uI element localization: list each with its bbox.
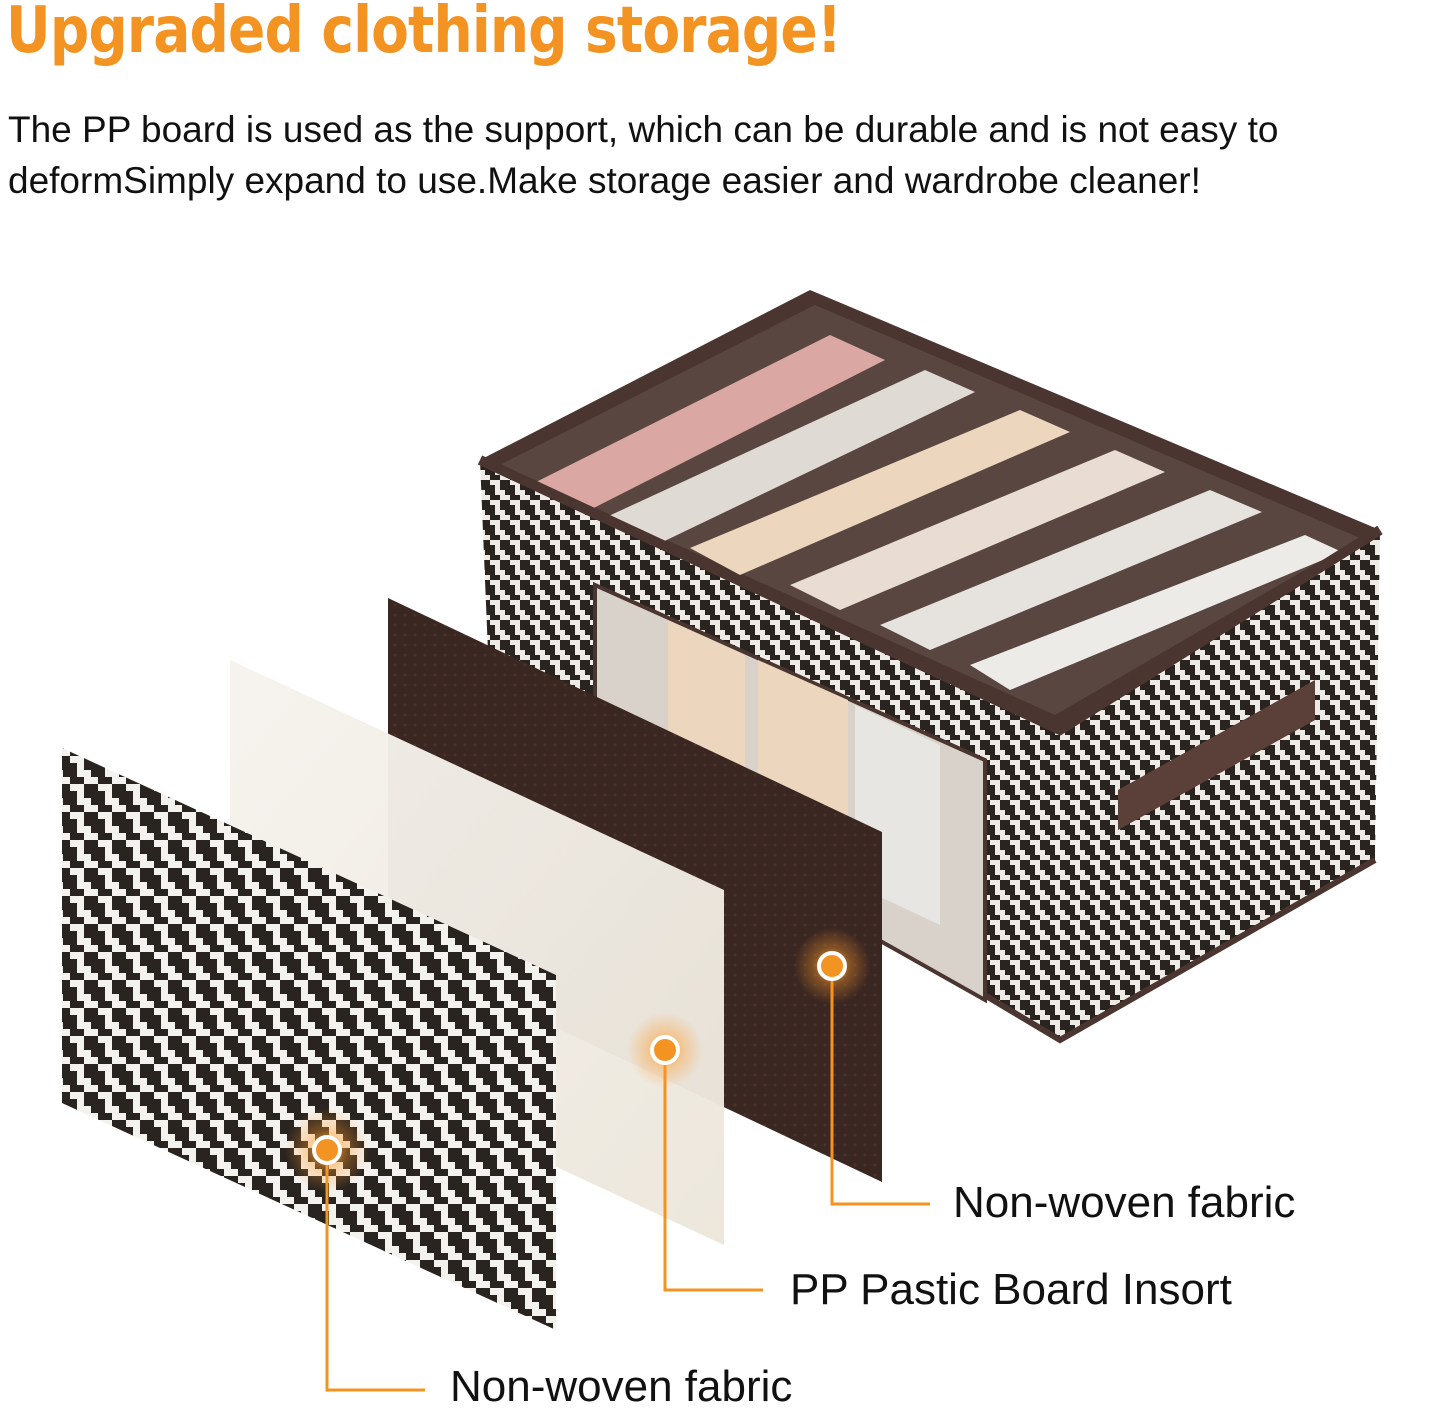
headline: Upgraded clothing storage!: [6, 0, 842, 68]
description-line-1: The PP board is used as the support, whi…: [8, 109, 1279, 150]
label-nonwoven-bottom: Non-woven fabric: [450, 1362, 793, 1411]
callout-line-1: [830, 966, 930, 1206]
callout-line-2: [663, 1050, 763, 1292]
label-pp-board: PP Pastic Board Insort: [790, 1265, 1232, 1314]
label-nonwoven-top: Non-woven fabric: [953, 1178, 1296, 1227]
layer-houndstooth-fabric: [62, 748, 556, 1330]
marker-pp-board: [627, 1012, 703, 1088]
marker-nonwoven-top: [794, 928, 870, 1004]
callout-line-3: [325, 1150, 425, 1392]
marker-nonwoven-bottom: [285, 1108, 369, 1192]
description: The PP board is used as the support, whi…: [8, 104, 1454, 206]
folded-clothes: [520, 335, 1342, 690]
side-handle: [1118, 680, 1315, 830]
description-line-2: deformSimply expand to use.Make storage …: [8, 160, 1201, 201]
